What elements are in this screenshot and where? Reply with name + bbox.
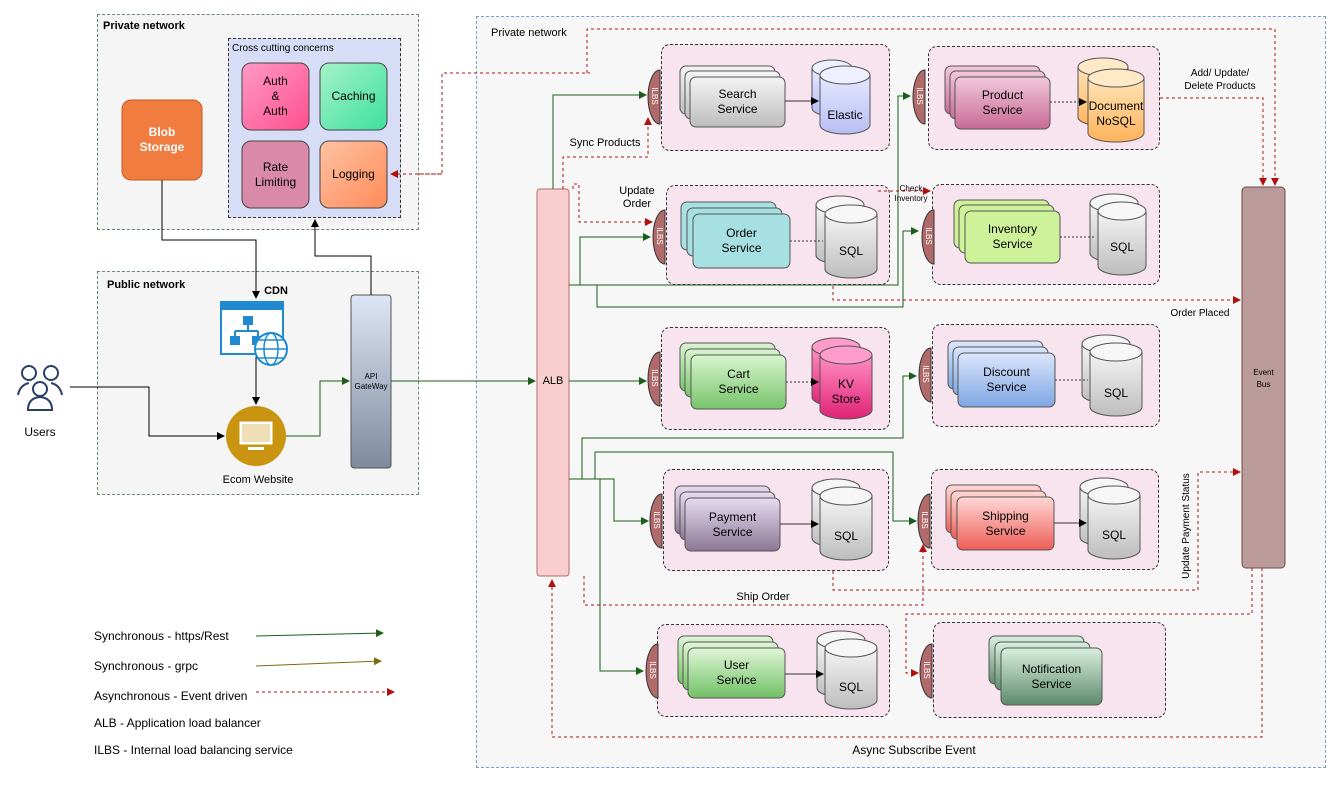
payment-service-stack[interactable]	[674, 485, 781, 552]
user-service-label: User Service	[716, 658, 757, 687]
private-network-left-label: Private network	[103, 20, 185, 32]
discount-service-label: Discount Service	[983, 365, 1030, 394]
ilbs-product-node	[912, 69, 926, 125]
inventory-service-stack[interactable]	[953, 199, 1061, 264]
ilbs-order-node	[652, 209, 666, 265]
async-subscribe-label: Async Subscribe Event	[852, 742, 976, 757]
order-service-label: Order Service	[721, 226, 762, 255]
private-network-right-zone	[476, 16, 1326, 768]
ship-order-label: Ship Order	[736, 590, 790, 603]
shipping-sql-label: SQL	[1101, 527, 1126, 542]
ilbs-discount-label: ILBS	[921, 365, 931, 383]
ilbs-notification-node	[919, 643, 933, 699]
elastic-db[interactable]	[811, 59, 871, 135]
alb-label: ALB	[542, 374, 564, 387]
search-service-label: Search Service	[717, 87, 758, 116]
shipping-service-stack[interactable]	[945, 484, 1055, 551]
auth-label: Auth & Auth	[263, 74, 288, 118]
update-payment-status-label: Update Payment Status	[1180, 473, 1192, 579]
ilbs-notification-label: ILBS	[922, 661, 932, 679]
sync-products-label: Sync Products	[569, 136, 641, 149]
legend-sync-grpc: Synchronous - grpc	[94, 659, 199, 673]
ecom-website-icon[interactable]	[226, 406, 286, 466]
legend-sync-rest: Synchronous - https/Rest	[94, 629, 229, 643]
payment-sql-db[interactable]	[811, 478, 873, 561]
shipping-sql-db[interactable]	[1079, 477, 1141, 560]
logging-box[interactable]	[319, 140, 388, 209]
legend-async: Asynchronous - Event driven	[94, 689, 248, 703]
api-gateway-label: API GateWay	[354, 372, 388, 391]
check-inventory-label: Check Inventory	[894, 184, 928, 203]
private-network-right-label: Private network	[491, 27, 567, 39]
user-service-stack[interactable]	[677, 635, 786, 699]
ilbs-user-label: ILBS	[648, 661, 658, 679]
auth-box[interactable]	[241, 62, 310, 131]
event-bus-label: Event Bus	[1253, 368, 1274, 389]
ilbs-inventory-node	[921, 209, 935, 265]
cross-cutting-concerns-label: Cross cutting concerns	[232, 43, 334, 54]
ilbs-inventory-label: ILBS	[924, 227, 934, 245]
rate-limiting-label: Rate Limiting	[254, 159, 297, 189]
ilbs-shipping-label: ILBS	[920, 511, 930, 529]
search-service-stack[interactable]	[679, 65, 786, 128]
product-service-stack[interactable]	[944, 65, 1051, 130]
ilbs-user-node	[645, 643, 659, 699]
legend-alb: ALB - Application load balancer	[94, 716, 261, 730]
document-nosql-db[interactable]	[1077, 57, 1145, 143]
product-service-label: Product Service	[981, 88, 1024, 117]
cdn-label: CDN	[264, 284, 288, 297]
order-sql-label: SQL	[838, 243, 863, 258]
shipping-service-label: Shipping Service	[982, 508, 1029, 538]
ilbs-payment-node	[649, 493, 663, 549]
cart-service-stack[interactable]	[679, 342, 787, 410]
rate-limiting-box[interactable]	[241, 140, 310, 209]
users-icon[interactable]	[17, 365, 63, 411]
inventory-service-label: Inventory Service	[987, 222, 1038, 251]
discount-sql-label: SQL	[1103, 385, 1128, 400]
kv-store-db[interactable]	[811, 337, 873, 420]
notification-service-stack[interactable]	[988, 635, 1103, 706]
ilbs-product-label: ILBS	[915, 87, 925, 105]
ecom-website-label: Ecom Website	[222, 473, 294, 486]
order-sql-db[interactable]	[815, 195, 878, 279]
ilbs-cart-label: ILBS	[650, 369, 660, 387]
public-network-label: Public network	[107, 279, 186, 291]
order-service-stack[interactable]	[680, 201, 791, 269]
users-label: Users	[24, 424, 56, 439]
update-order-label: Update Order	[619, 185, 655, 210]
document-nosql-label: Document NoSQL	[1088, 99, 1144, 128]
order-placed-label: Order Placed	[1170, 307, 1230, 319]
discount-service-stack[interactable]	[947, 340, 1056, 408]
event-bus-box[interactable]	[1241, 186, 1286, 569]
caching-box[interactable]	[319, 62, 388, 131]
ilbs-search-node	[647, 69, 661, 125]
logging-label: Logging	[332, 167, 375, 181]
ilbs-payment-label: ILBS	[652, 511, 662, 529]
add-update-delete-label: Add/ Update/ Delete Products	[1184, 68, 1256, 92]
ilbs-order-label: ILBS	[655, 227, 665, 245]
ilbs-cart-node	[647, 351, 661, 407]
user-sql-label: SQL	[838, 679, 863, 694]
kv-store-label: KV Store	[831, 377, 861, 406]
blob-storage-label: Blob Storage	[139, 125, 185, 154]
cdn-icon[interactable]	[220, 301, 288, 366]
user-sql-db[interactable]	[816, 630, 878, 710]
cart-service-label: Cart Service	[718, 367, 759, 396]
caching-label: Caching	[331, 89, 376, 103]
ilbs-nodes	[645, 69, 935, 699]
inventory-sql-db[interactable]	[1089, 193, 1147, 276]
ilbs-discount-node	[918, 347, 932, 403]
elastic-label: Elastic	[827, 107, 863, 122]
notification-service-label: Notification Service	[1021, 661, 1082, 691]
legend-ilbs: ILBS - Internal load balancing service	[94, 743, 293, 757]
discount-sql-db[interactable]	[1081, 334, 1143, 417]
payment-service-label: Payment Service	[708, 509, 757, 539]
ilbs-search-label: ILBS	[650, 87, 660, 105]
inventory-sql-label: SQL	[1109, 239, 1134, 254]
payment-sql-label: SQL	[833, 528, 858, 543]
